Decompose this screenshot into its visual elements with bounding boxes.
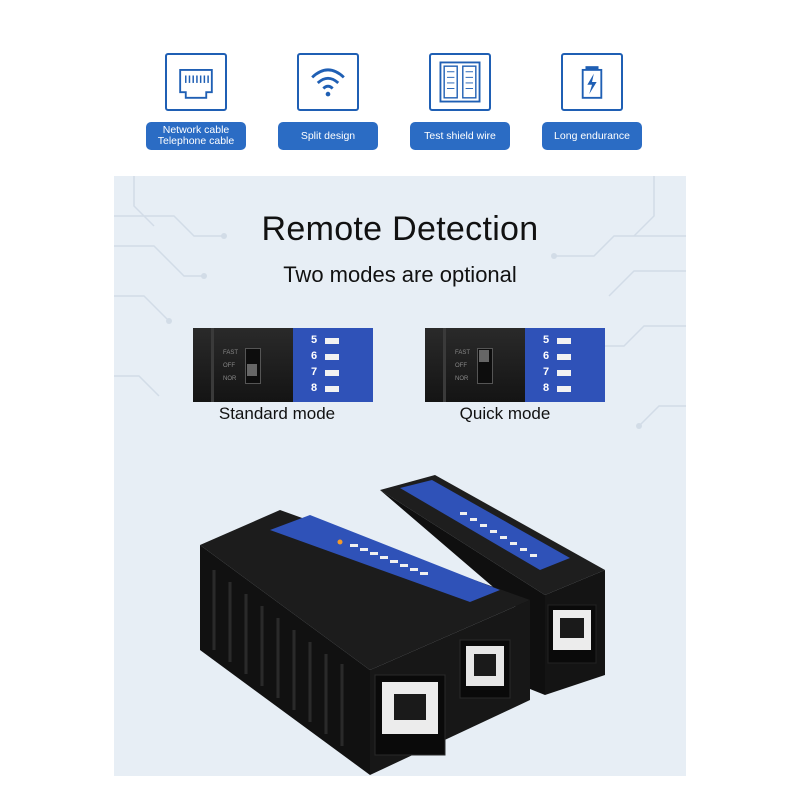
- switch-label: NOR: [455, 376, 469, 382]
- wifi-icon: [297, 53, 359, 111]
- quick-mode-image: FAST OFF NOR 5 6 7 8: [425, 328, 605, 402]
- led-indicator: [557, 370, 571, 376]
- led-indicator: [557, 386, 571, 392]
- switch-label: FAST: [455, 350, 471, 356]
- feature-label: Long endurance: [542, 122, 642, 150]
- switch-knob: [479, 350, 489, 362]
- battery-icon: [561, 53, 623, 111]
- quick-mode-label: Quick mode: [459, 404, 551, 423]
- feature-split-design: Split design: [278, 50, 378, 156]
- led-number: 8: [543, 382, 550, 394]
- led-number: 7: [543, 366, 550, 378]
- feature-shield-wire: Test shield wire: [410, 50, 510, 156]
- led-number: 6: [543, 350, 550, 362]
- ethernet-port-icon: [165, 53, 227, 111]
- circuit-pattern: [114, 176, 686, 429]
- feature-label: Test shield wire: [410, 122, 510, 150]
- led-number: 8: [311, 382, 318, 394]
- switch-knob: [247, 364, 257, 376]
- led-number: 7: [311, 366, 318, 378]
- switch-label: OFF: [223, 363, 235, 369]
- switch-label: OFF: [455, 363, 467, 369]
- led-indicator: [557, 338, 571, 344]
- led-number: 6: [311, 350, 318, 362]
- led-indicator: [325, 386, 339, 392]
- page-subtitle: Two modes are optional: [283, 262, 517, 287]
- page-title: Remote Detection: [261, 210, 539, 248]
- switch-label: NOR: [223, 376, 237, 382]
- standard-mode-label: Standard mode: [218, 404, 336, 423]
- led-number: 5: [543, 334, 550, 346]
- cable-tester-product-image: [200, 475, 605, 775]
- shield-wire-icon: [429, 53, 491, 111]
- standard-mode-image: FAST OFF NOR 5 6 7 8: [193, 328, 373, 402]
- led-indicator: [325, 354, 339, 360]
- led-indicator: [325, 370, 339, 376]
- led-number: 5: [311, 334, 318, 346]
- led-indicator: [325, 338, 339, 344]
- feature-long-endurance: Long endurance: [542, 50, 642, 156]
- master-unit: [200, 510, 530, 775]
- feature-label: Split design: [278, 122, 378, 150]
- switch-label: FAST: [223, 350, 239, 356]
- remote-unit: [380, 475, 605, 695]
- led-indicator: [557, 354, 571, 360]
